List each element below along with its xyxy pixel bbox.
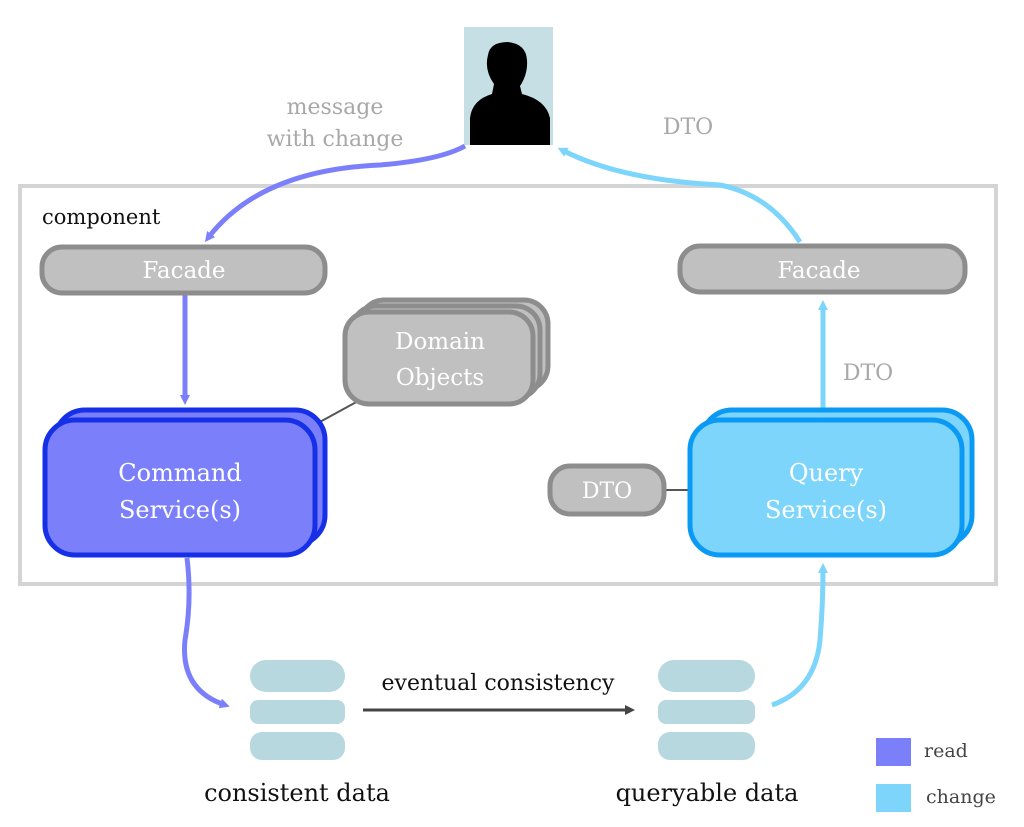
legend-label-change: change xyxy=(926,786,996,808)
legend: read change xyxy=(876,738,996,812)
eventual-consistency-label: eventual consistency xyxy=(382,671,615,696)
arrow-facade-to-user xyxy=(557,147,803,244)
domain-label-line1: Domain xyxy=(395,329,485,355)
message-label-line1: message xyxy=(287,95,384,120)
facade-left-label: Facade xyxy=(142,258,225,284)
arrow-message-to-facade xyxy=(204,143,467,242)
legend-swatch-read xyxy=(876,738,911,766)
legend-swatch-change xyxy=(876,784,911,812)
query-service: Query Service(s) xyxy=(687,407,975,558)
facade-right-label: Facade xyxy=(777,258,860,284)
command-service: Command Service(s) xyxy=(42,407,328,558)
domain-objects: Domain Objects xyxy=(342,297,551,407)
user-silhouette-icon xyxy=(464,27,553,145)
component-boundary xyxy=(18,184,998,586)
queryable-data-label: queryable data xyxy=(616,779,799,807)
domain-label-line2: Objects xyxy=(396,365,484,391)
legend-label-read: read xyxy=(924,740,968,762)
dto-box-label: DTO xyxy=(582,479,632,504)
dto-box: DTO xyxy=(547,463,667,517)
query-label-line1: Query xyxy=(789,459,864,487)
consistent-data-label: consistent data xyxy=(204,779,390,807)
arrow-command-to-db xyxy=(182,557,230,709)
dto-right-label: DTO xyxy=(843,361,893,386)
facade-left: Facade xyxy=(39,244,328,296)
query-label-line2: Service(s) xyxy=(765,496,887,524)
dto-top-label: DTO xyxy=(663,115,713,140)
arrow-db-to-query xyxy=(771,563,828,708)
command-label-line2: Service(s) xyxy=(119,496,241,524)
component-label: component xyxy=(42,205,161,229)
connector-command-domain xyxy=(317,399,361,424)
facade-right: Facade xyxy=(677,243,968,295)
database-icon xyxy=(658,660,755,760)
command-label-line1: Command xyxy=(118,459,241,487)
message-label-line2: with change xyxy=(267,127,404,152)
database-icon xyxy=(250,660,345,760)
